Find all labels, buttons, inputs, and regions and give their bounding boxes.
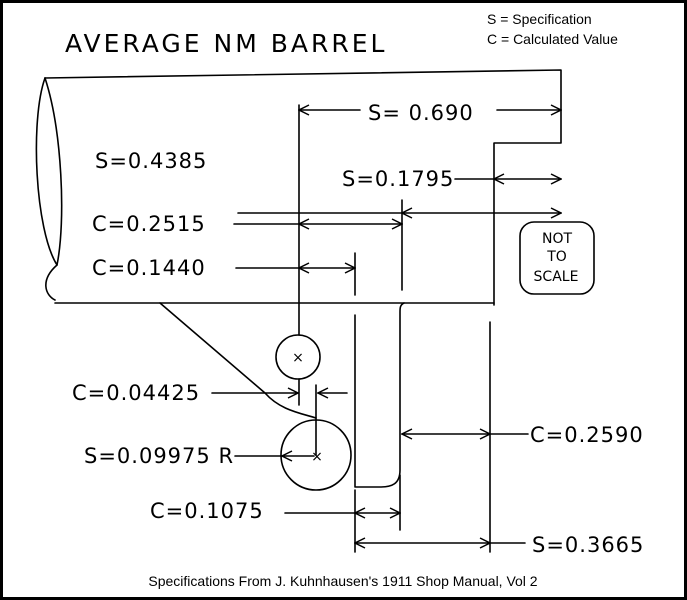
dim-c-01440: C=0.1440 bbox=[92, 256, 206, 280]
dimension-lines bbox=[211, 110, 561, 543]
diagram-title: AVERAGE NM BARREL bbox=[65, 29, 387, 58]
dim-c-004425: C=0.04425 bbox=[72, 381, 200, 405]
note-line-1: NOT bbox=[542, 231, 572, 247]
dim-c-01075: C=0.1075 bbox=[150, 499, 264, 523]
barrel-lug bbox=[354, 302, 405, 488]
dim-s-0690: S= 0.690 bbox=[368, 101, 474, 125]
barrel-outline bbox=[35, 69, 562, 306]
dim-s-01795: S=0.1795 bbox=[342, 167, 454, 191]
note-line-2: TO bbox=[546, 249, 567, 265]
link-pin-circle bbox=[275, 334, 321, 380]
not-to-scale-note: NOT TO SCALE bbox=[519, 221, 595, 295]
caption: Specifications From J. Kuhnhausen's 1911… bbox=[148, 573, 537, 589]
center-mark-icon: × bbox=[311, 449, 323, 465]
legend-calculated: C = Calculated Value bbox=[487, 31, 618, 47]
center-mark-icon: × bbox=[292, 350, 304, 366]
legend-specification: S = Specification bbox=[487, 11, 592, 27]
dim-s-04385: S=0.4385 bbox=[95, 149, 207, 173]
dim-c-02515: C=0.2515 bbox=[92, 212, 206, 236]
dim-s-03665: S=0.3665 bbox=[532, 533, 644, 557]
note-line-3: SCALE bbox=[534, 269, 579, 285]
dim-c-02590: C=0.2590 bbox=[530, 423, 644, 447]
dim-s-009975r: S=0.09975 R bbox=[84, 444, 234, 468]
